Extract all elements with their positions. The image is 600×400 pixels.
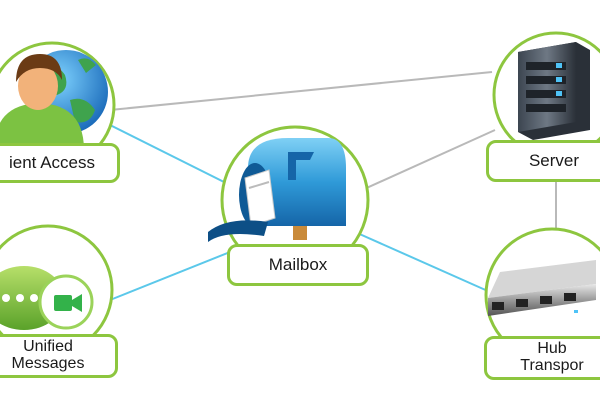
- link-mailbox-hub: [354, 231, 491, 293]
- hub-transport-label: Hub Transpor: [484, 336, 600, 380]
- link-client-mailbox: [109, 124, 241, 191]
- mailbox-text: Mailbox: [268, 255, 328, 275]
- server-tower-icon: [518, 42, 590, 140]
- mailbox-label: Mailbox: [227, 244, 369, 286]
- link-mailbox-unified: [109, 249, 236, 301]
- user-globe-icon: [0, 50, 108, 150]
- hub-transport-line1: Hub: [537, 340, 567, 358]
- server-label: Server: [486, 140, 600, 182]
- client-access-text: ient Access: [9, 153, 95, 173]
- chat-video-icon: [0, 266, 94, 330]
- client-access-label: ient Access: [0, 143, 120, 183]
- unified-messages-line2: Messages: [11, 355, 85, 372]
- unified-messages-label: Unified Messages: [0, 334, 118, 378]
- unified-messages-line1: Unified: [23, 338, 73, 356]
- link-client-server: [109, 71, 493, 111]
- mailbox-icon: [208, 138, 346, 242]
- hub-transport-line2: Transpor: [520, 357, 584, 374]
- server-text: Server: [528, 151, 580, 171]
- usb-hub-icon: [488, 260, 596, 316]
